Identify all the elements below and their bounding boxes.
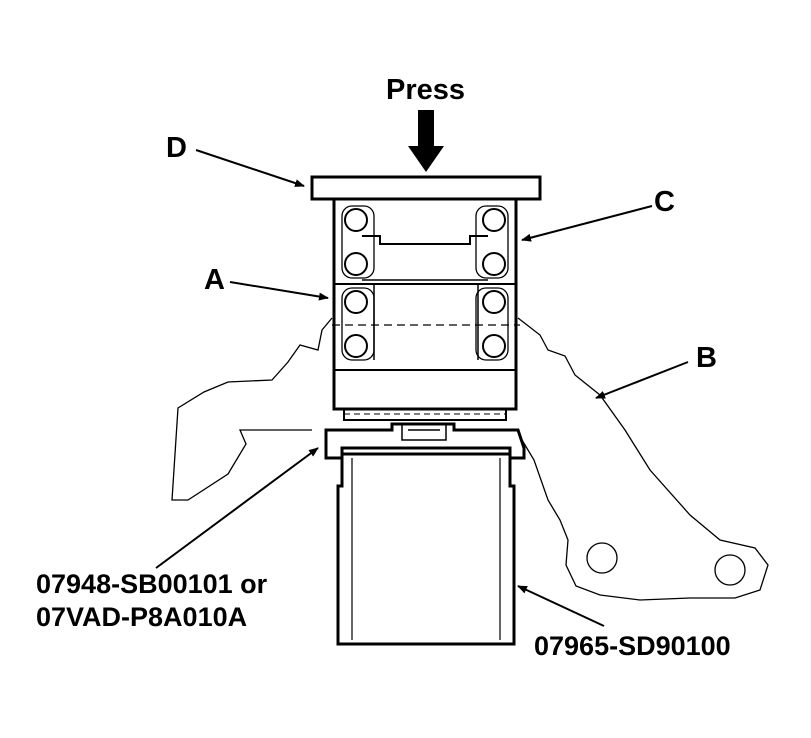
press-plate bbox=[310, 175, 542, 201]
tool-left-label-line1: 07948-SB00101 or bbox=[36, 569, 268, 599]
tool-left-label-line2: 07VAD-P8A010A bbox=[36, 602, 248, 632]
leader-d bbox=[195, 149, 305, 187]
leader-tool-left bbox=[155, 447, 319, 569]
label-c: C bbox=[654, 186, 675, 218]
leader-b bbox=[595, 361, 689, 399]
knuckle-housing bbox=[171, 317, 769, 601]
label-a: A bbox=[204, 264, 225, 296]
flange-tool-boss bbox=[401, 424, 447, 441]
leader-c bbox=[521, 205, 653, 242]
wheel-bearing bbox=[332, 197, 520, 421]
leader-tool-right bbox=[517, 585, 605, 627]
cylinder-inner-lines bbox=[351, 458, 501, 640]
press-arrow bbox=[408, 110, 444, 172]
tool-right-label: 07965-SD90100 bbox=[534, 631, 731, 661]
press-label: Press bbox=[386, 74, 466, 106]
label-b: B bbox=[696, 342, 717, 374]
bearing-balls bbox=[344, 208, 506, 358]
leader-arrows bbox=[155, 149, 689, 627]
ball-cages bbox=[341, 205, 509, 361]
leader-a bbox=[229, 281, 329, 301]
label-d: D bbox=[166, 132, 187, 164]
driver-cylinder-tool bbox=[336, 452, 516, 646]
